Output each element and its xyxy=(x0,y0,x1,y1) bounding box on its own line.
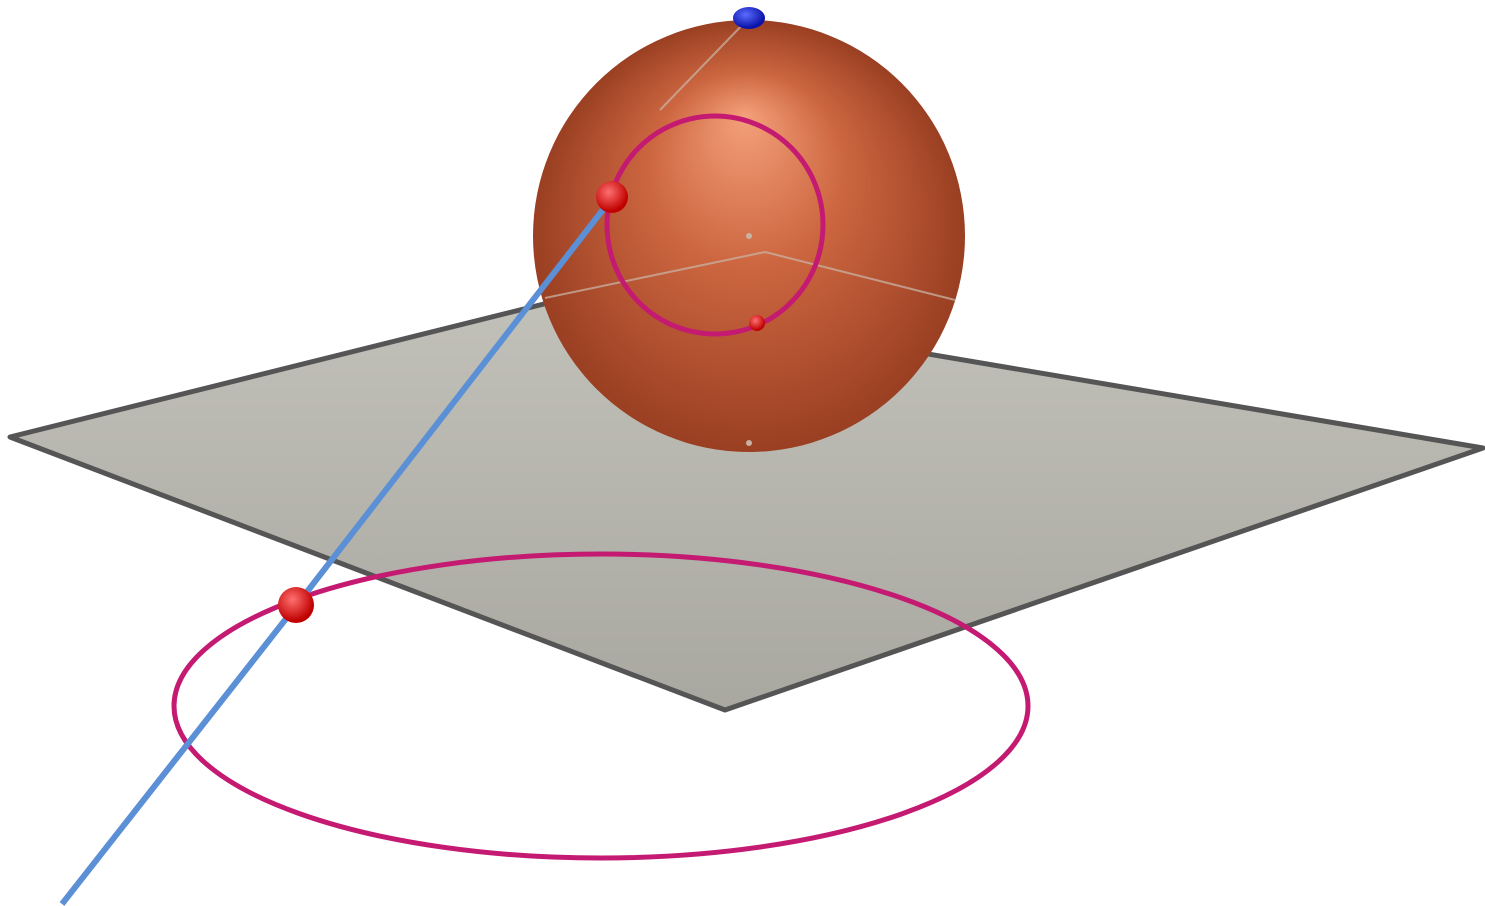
north-pole-point[interactable] xyxy=(733,7,765,29)
axes xyxy=(544,17,956,301)
south-pole-dot xyxy=(746,440,752,446)
y-axis xyxy=(764,251,956,301)
xy-plane[interactable] xyxy=(7,292,1485,713)
projection-line-lower[interactable] xyxy=(59,604,299,906)
sphere-center-dot xyxy=(746,233,752,239)
point-on-small-circle[interactable] xyxy=(749,315,765,331)
projected-point[interactable] xyxy=(278,587,314,623)
stereographic-image-circle[interactable] xyxy=(171,551,1031,861)
circle-on-sphere[interactable] xyxy=(604,113,826,337)
z-axis xyxy=(659,17,750,111)
projection-line-upper[interactable] xyxy=(293,195,615,609)
point-on-sphere-circle[interactable] xyxy=(596,181,628,213)
x-axis xyxy=(544,251,766,299)
